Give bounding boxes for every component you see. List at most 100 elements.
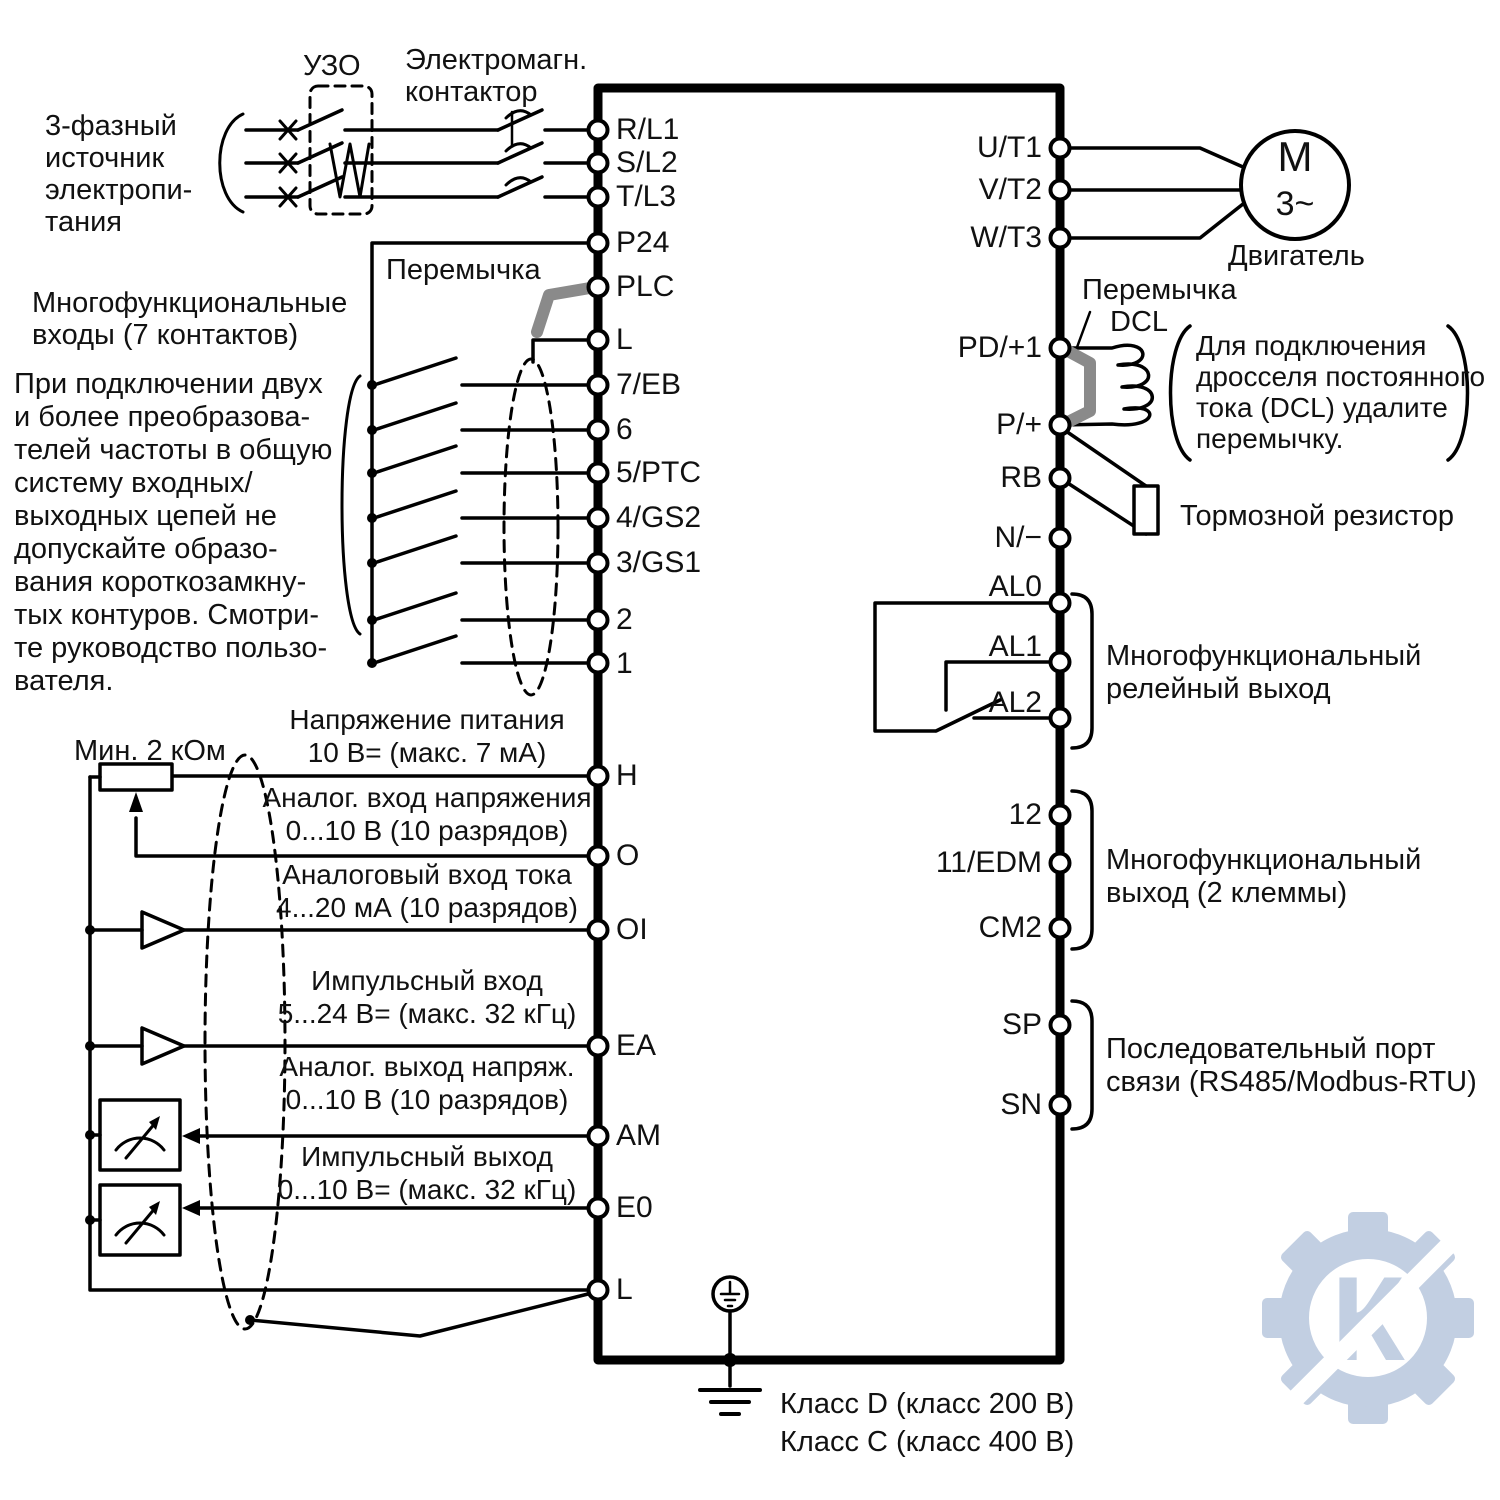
p24-bus [370,241,600,665]
left-terminal-circles [586,118,610,1302]
ground-icon [698,1275,762,1416]
brake-resistor-label: Тормозной резистор [1180,500,1454,532]
terminal-label: 12 [1008,798,1042,831]
wiper-arrow-icon [129,792,143,812]
caption-line: Напряжение питания [289,704,565,735]
dcl-jumper [1060,344,1096,429]
jumper-wires [531,282,1096,429]
relay-contacts-icon [873,601,1062,733]
serial-bracket [1070,999,1094,1131]
motor-name-label: Двигатель [1228,240,1365,272]
class-c-label: Класс C (класс 400 В) [780,1426,1075,1458]
plc-l-jumper [531,282,596,338]
terminal-label: 5/PTC [616,456,702,489]
terminal-label: AL0 [988,570,1042,603]
motor-phase: 3~ [1275,185,1315,223]
multi-output-label: выход (2 клеммы) [1106,877,1348,909]
terminal-label: R/L1 [616,113,680,146]
dcl-coil-icon [1058,343,1154,427]
terminal-label: S/L2 [616,146,678,179]
dcl-jumper-label: Перемычка [1082,274,1237,306]
shield-ellipse-inputs [502,357,560,697]
terminal-label: O [616,839,640,872]
terminal-label: 3/GS1 [616,546,702,579]
source-label: 3-фазный [45,110,177,142]
terminal-label: P/+ [996,408,1042,441]
terminal-label: EA [616,1029,657,1062]
note-line: систему входных/ [14,467,253,499]
terminal-label: H [616,759,638,792]
motor-icon [1239,129,1351,241]
note-line: вателя. [14,665,114,697]
analog-voltage-out-caption: Аналог. выход напряж. 0...10 В (10 разря… [262,1050,592,1116]
analog-current-in-caption: Аналоговый вход тока 4...20 мА (10 разря… [262,858,592,924]
rcd-label: УЗО [303,50,361,82]
terminal-label: 11/EDM [935,846,1042,879]
fuse-x-icon [278,119,298,208]
multi-inputs-label: входы (7 контактов) [32,319,299,351]
note-line: вания короткозамкну- [14,566,307,598]
upper-l-wire [531,338,600,364]
terminal-label: L [616,323,633,356]
caption-line: 4...20 мА (10 разрядов) [276,892,578,923]
terminal-label: 4/GS2 [616,501,702,534]
multi-output-label: Многофункциональный [1106,844,1422,876]
dcl-note-line: Для подключения [1196,330,1427,361]
dcl-jumper-label: DCL [1110,306,1169,338]
terminal-label: SP [1001,1008,1042,1041]
bus-junction-dots [85,925,255,1325]
rcd-box-icon [308,84,374,216]
caption-line: Аналоговый вход тока [282,859,572,890]
shield-ellipse-analog [203,753,287,1331]
amplifier-icon-oi [88,910,600,950]
breaker-blade-icon [296,108,344,199]
source-label: источник [45,142,165,174]
contactor-label: Электромагн. [405,44,588,76]
note-line: допускайте образо- [14,533,278,565]
potentiometer-icon [98,762,174,792]
serial-port-label: связи (RS485/Modbus-RTU) [1106,1066,1477,1098]
terminal-label: CM2 [978,911,1042,944]
class-d-label: Класс D (класс 200 В) [780,1388,1075,1420]
terminal-label: V/T2 [978,173,1042,206]
caption-line: Импульсный вход [311,965,543,996]
caption-line: 10 В= (макс. 7 мА) [307,737,547,768]
source-brace [218,112,245,214]
min-resistor-label: Мин. 2 кОм [74,735,226,767]
dcl-note-parens [1168,324,1470,462]
shield-drain-wire [248,1291,594,1338]
relay-output-label: Многофункциональный [1106,640,1422,672]
o-wire [134,816,600,858]
jumper-label: Перемычка [386,254,541,286]
terminal-label: OI [616,913,648,946]
note-line: телей частоты в общую [14,434,333,466]
note-line: тых контуров. Смотри- [14,599,320,631]
input-switches [367,356,600,668]
relay-bracket [1070,592,1094,750]
terminal-label: N/− [994,521,1042,554]
serial-port-label: Последовательный порт [1106,1033,1436,1065]
caption-line: 5...24 В= (макс. 32 кГц) [277,998,577,1029]
terminal-label: T/L3 [616,180,677,213]
contactor-icon [496,108,544,199]
caption-line: Импульсный выход [301,1141,553,1172]
terminal-label: 6 [616,413,633,446]
terminal-label: PD/+1 [957,331,1042,364]
terminal-label: AL1 [988,630,1042,663]
motor-letter: M [1277,133,1313,180]
contactor-label: контактор [405,76,538,108]
dcl-note-line: дросселя постоянного [1196,361,1486,392]
terminal-label: 1 [616,647,633,680]
terminal-label: E0 [616,1191,653,1224]
terminal-label: 2 [616,603,633,636]
terminal-label: RB [1000,461,1042,494]
caption-line: Аналог. вход напряжения [262,782,592,813]
pulse-out-caption: Импульсный выход 0...10 В= (макс. 32 кГц… [262,1140,592,1206]
note-line: При подключении двух [14,368,323,400]
note-line: и более преобразова- [14,401,311,433]
caption-line: Аналог. выход напряж. [279,1051,575,1082]
dcl-label-pointer [1074,310,1092,352]
multi-inputs-label: Многофункциональные [32,287,348,319]
